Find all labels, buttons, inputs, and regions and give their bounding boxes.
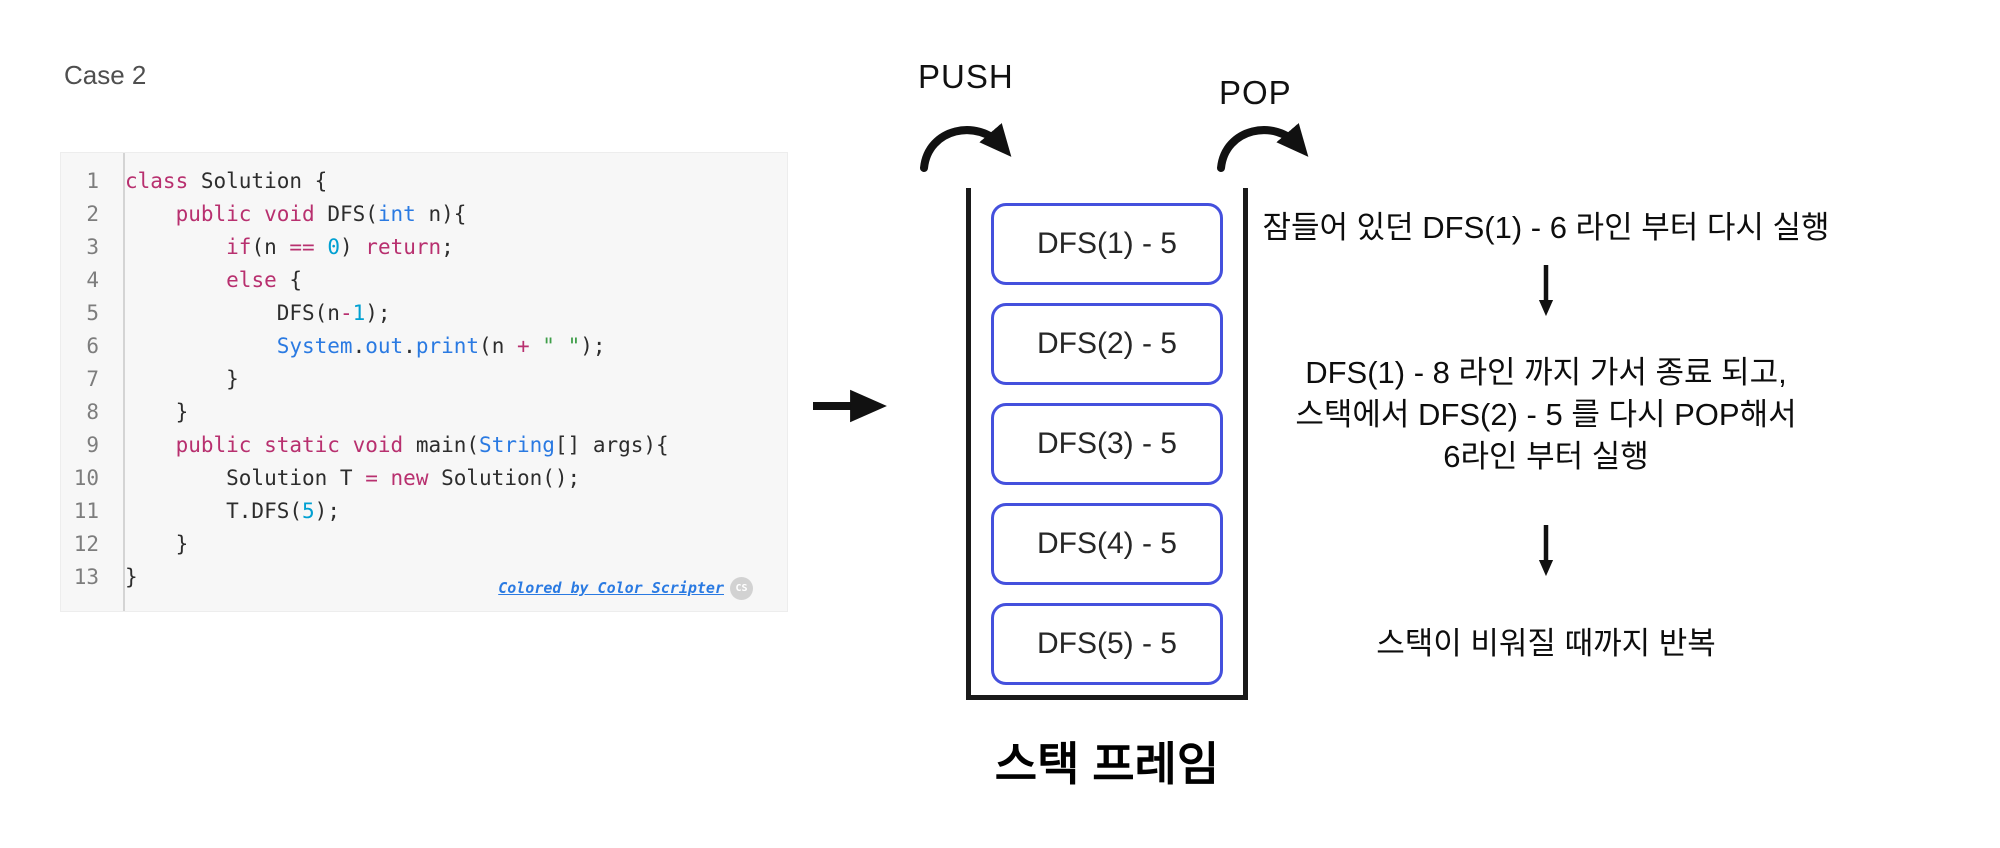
code-text: } xyxy=(125,532,189,556)
line-number: 13 xyxy=(73,565,99,589)
code-text: public static void main(String[] args){ xyxy=(175,433,669,457)
color-scripter-badge-icon: CS xyxy=(730,577,753,600)
code-line: 3 if(n == 0) return; xyxy=(61,231,787,264)
code-text: } xyxy=(125,367,239,391)
code-text: System.out.print(n + " "); xyxy=(276,334,606,358)
code-text: } xyxy=(125,400,189,424)
code-line: 6 System.out.print(n + " "); xyxy=(61,330,787,363)
stack-frame: DFS(4) - 5 xyxy=(991,503,1223,585)
code-line: 8 } xyxy=(61,396,787,429)
line-number: 8 xyxy=(86,400,99,424)
line-number: 1 xyxy=(86,169,99,193)
case-label: Case 2 xyxy=(64,60,147,90)
code-text: if(n == 0) return; xyxy=(226,235,454,259)
code-credit: Colored by Color Scripter CS xyxy=(498,572,753,605)
code-line: 13} xyxy=(61,561,787,594)
code-line: 2 public void DFS(int n){ xyxy=(61,198,787,231)
stack-caption: 스택 프레임 xyxy=(994,738,1220,790)
pop-label: POP xyxy=(1219,74,1292,111)
code-text: T.DFS(5); xyxy=(125,499,340,523)
line-number: 11 xyxy=(73,499,99,523)
stack-container: DFS(1) - 5 DFS(2) - 5 DFS(3) - 5 DFS(4) - 5… xyxy=(966,188,1248,700)
line-number: 9 xyxy=(86,433,99,457)
code-lines: 1 class Solution { 2 public void DFS(int n… xyxy=(61,165,787,594)
code-line: 12 } xyxy=(61,528,787,561)
code-line: 11 T.DFS(5); xyxy=(61,495,787,528)
code-line: 1 class Solution { xyxy=(61,165,787,198)
code-line: 4 else { xyxy=(61,264,787,297)
line-number: 10 xyxy=(73,466,99,490)
stack-frame: DFS(2) - 5 xyxy=(991,303,1223,385)
line-number: 2 xyxy=(86,202,99,226)
code-text: else { xyxy=(226,268,303,292)
line-number: 12 xyxy=(73,532,99,556)
code-text: class Solution { xyxy=(125,169,328,193)
line-number: 6 xyxy=(86,334,99,358)
code-text: } xyxy=(125,565,138,589)
pop-curved-arrow-icon xyxy=(1217,123,1309,172)
right-arrow-icon xyxy=(813,389,887,423)
line-number-divider xyxy=(123,153,125,611)
line-number: 3 xyxy=(86,235,99,259)
down-arrow-icon xyxy=(1538,525,1554,577)
step2-text: DFS(1) - 8 라인 까지 가서 종료 되고, 스택에서 DFS(2) -… xyxy=(1295,355,1797,474)
code-line: 10 Solution T = new Solution(); xyxy=(61,462,787,495)
code-text: public void DFS(int n){ xyxy=(175,202,467,226)
line-number: 4 xyxy=(86,268,99,292)
step3-text: 스택이 비워질 때까지 반복 xyxy=(1376,626,1716,661)
push-label: PUSH xyxy=(918,58,1014,95)
color-scripter-link[interactable]: Colored by Color Scripter xyxy=(498,579,724,597)
code-text: Solution T = new Solution(); xyxy=(125,466,581,490)
code-text: DFS(n-1); xyxy=(125,301,391,325)
stack-frame: DFS(3) - 5 xyxy=(991,403,1223,485)
code-line: 5 DFS(n-1); xyxy=(61,297,787,330)
down-arrow-icon xyxy=(1538,265,1554,317)
line-number: 5 xyxy=(86,301,99,325)
step1-text: 잠들어 있던 DFS(1) - 6 라인 부터 다시 실행 xyxy=(1262,210,1830,245)
code-panel: 1 class Solution { 2 public void DFS(int n… xyxy=(60,152,788,612)
code-line: 9 public static void main(String[] args)… xyxy=(61,429,787,462)
stack-frame: DFS(1) - 5 xyxy=(991,203,1223,285)
stack-frames: DFS(1) - 5 DFS(2) - 5 DFS(3) - 5 DFS(4) - 5… xyxy=(971,203,1243,685)
line-number: 7 xyxy=(86,367,99,391)
code-line: 7 } xyxy=(61,363,787,396)
push-curved-arrow-icon xyxy=(920,123,1012,172)
stack-frame: DFS(5) - 5 xyxy=(991,603,1223,685)
